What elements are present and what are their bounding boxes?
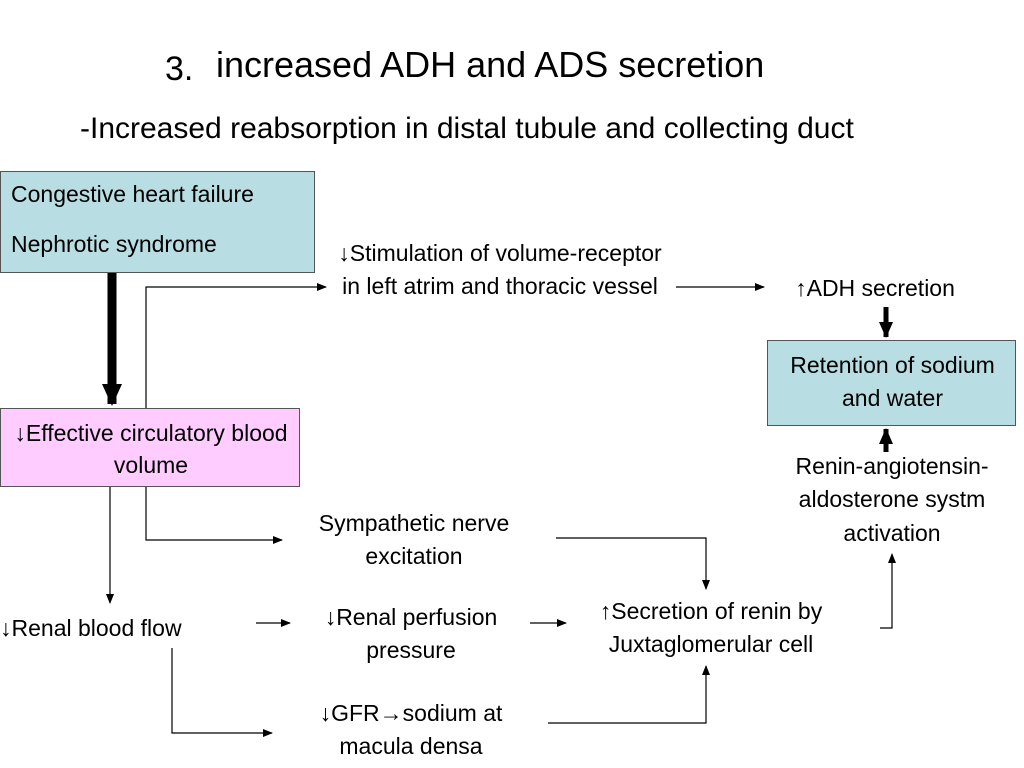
renal-perfusion-node: ↓Renal perfusion pressure	[324, 604, 498, 664]
effective-volume-box: ↓Effective circulatory blood volume	[0, 408, 300, 487]
effective-volume-label: ↓Effective circulatory blood volume	[14, 420, 288, 479]
retention-label: Retention of sodium and water	[790, 352, 995, 412]
adh-secretion-node: ↑ADH secretion	[795, 275, 955, 301]
arrow-gfr-to-renin	[548, 665, 710, 724]
page-title: increased ADH and ADS secretion	[216, 44, 765, 85]
arrow-renin-to-raas	[880, 553, 896, 629]
arrow-volume-to-sympathetic	[145, 487, 283, 544]
renin-secretion-node: ↑Secretion of renin by Juxtaglomerular c…	[599, 598, 823, 658]
sympathetic-node: Sympathetic nerve excitation	[318, 510, 510, 570]
page-subtitle: -Increased reabsorption in distal tubule…	[80, 112, 854, 145]
retention-box: Retention of sodium and water	[767, 340, 1016, 426]
causes-box: Congestive heart failure Nephrotic syndr…	[0, 171, 315, 273]
raas-node: Renin-angiotensin-aldosterone systm acti…	[795, 453, 989, 546]
arrow-flow-to-gfr	[171, 648, 273, 737]
cause-nephrotic: Nephrotic syndrome	[11, 231, 217, 257]
cause-chf: Congestive heart failure	[11, 181, 254, 207]
volume-receptor-node: ↓Stimulation of volume-receptor in left …	[338, 240, 662, 300]
title-number: 3.	[165, 50, 194, 88]
gfr-node: ↓GFR→sodium at macula densa	[319, 700, 503, 760]
arrow-volume-to-receptor	[145, 283, 327, 408]
arrow-sympathetic-to-renin	[556, 537, 710, 590]
renal-blood-flow-node: ↓Renal blood flow	[0, 615, 182, 641]
